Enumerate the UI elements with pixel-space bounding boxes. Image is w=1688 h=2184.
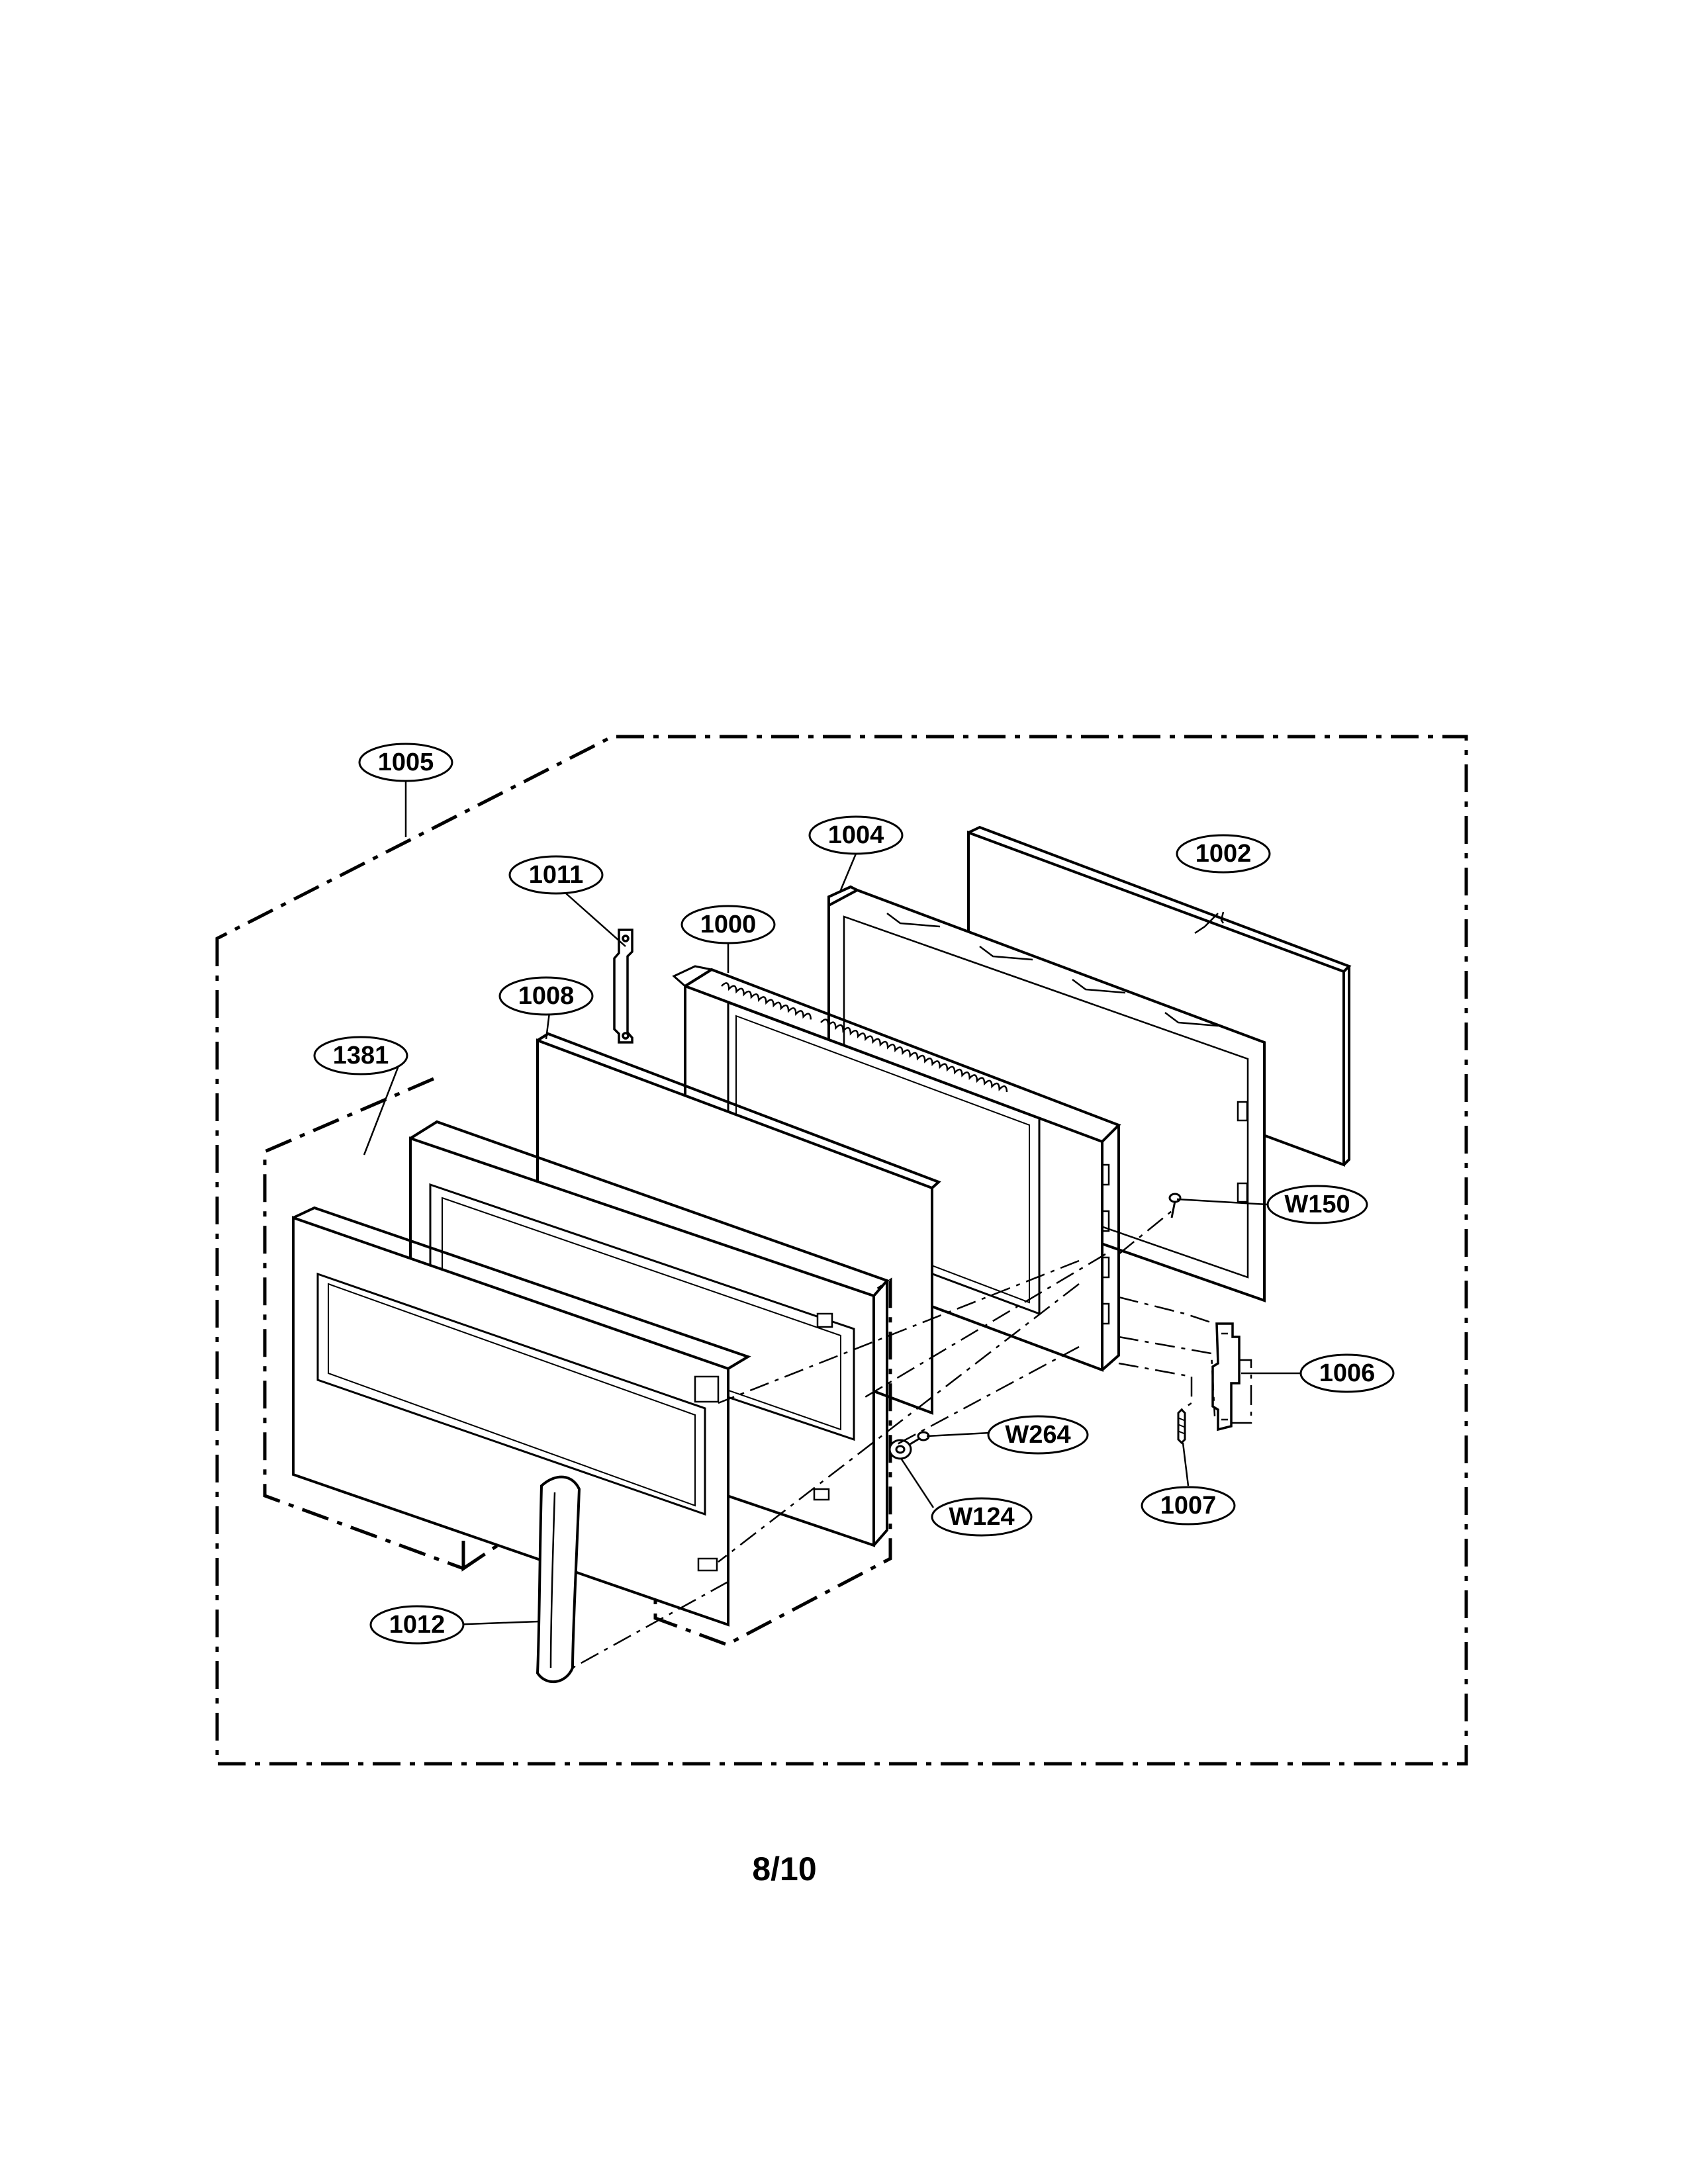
assembly-boundary xyxy=(215,735,1468,1766)
callout-1002: 1002 xyxy=(1176,834,1271,874)
part-w124-washer xyxy=(888,1439,912,1460)
svg-text:1008: 1008 xyxy=(518,982,575,1010)
svg-text:1005: 1005 xyxy=(378,749,434,776)
part-door-front-trim xyxy=(292,1206,751,1627)
callout-1005: 1005 xyxy=(358,743,453,782)
part-1381-assembly-boundary xyxy=(263,1077,892,1647)
svg-text:1004: 1004 xyxy=(828,821,884,849)
callout-1012: 1012 xyxy=(369,1605,465,1645)
callout-1381: 1381 xyxy=(313,1036,408,1075)
callout-1008: 1008 xyxy=(498,976,594,1016)
svg-text:1011: 1011 xyxy=(529,861,583,889)
callout-W264: W264 xyxy=(987,1415,1089,1455)
svg-text:W150: W150 xyxy=(1284,1191,1350,1218)
callout-1011: 1011 xyxy=(508,855,604,895)
callout-1007: 1007 xyxy=(1141,1486,1236,1525)
leader-lines xyxy=(363,781,1301,1626)
svg-text:W264: W264 xyxy=(1005,1421,1070,1449)
part-1004-door-frame xyxy=(827,885,1266,1302)
svg-text:W124: W124 xyxy=(949,1503,1014,1531)
svg-text:1002: 1002 xyxy=(1196,840,1252,868)
svg-text:1012: 1012 xyxy=(389,1611,445,1639)
callout-W150: W150 xyxy=(1266,1185,1368,1224)
svg-text:1006: 1006 xyxy=(1319,1359,1376,1387)
svg-text:1007: 1007 xyxy=(1160,1492,1217,1520)
part-1006-latch xyxy=(1211,1322,1241,1432)
page-number: 8/10 xyxy=(752,1850,817,1888)
callout-1004: 1004 xyxy=(808,815,904,855)
part-1012-door-handle xyxy=(536,1475,581,1684)
svg-text:1381: 1381 xyxy=(333,1042,389,1069)
part-w264-screw xyxy=(910,1431,930,1445)
assembly-guide-lines xyxy=(572,1210,1252,1669)
callout-1000: 1000 xyxy=(680,905,776,944)
part-1011-latch-bracket xyxy=(613,929,633,1044)
svg-text:1000: 1000 xyxy=(700,911,757,938)
callout-1006: 1006 xyxy=(1299,1353,1395,1393)
part-1007-spring xyxy=(1177,1408,1186,1445)
callout-W124: W124 xyxy=(931,1497,1033,1537)
